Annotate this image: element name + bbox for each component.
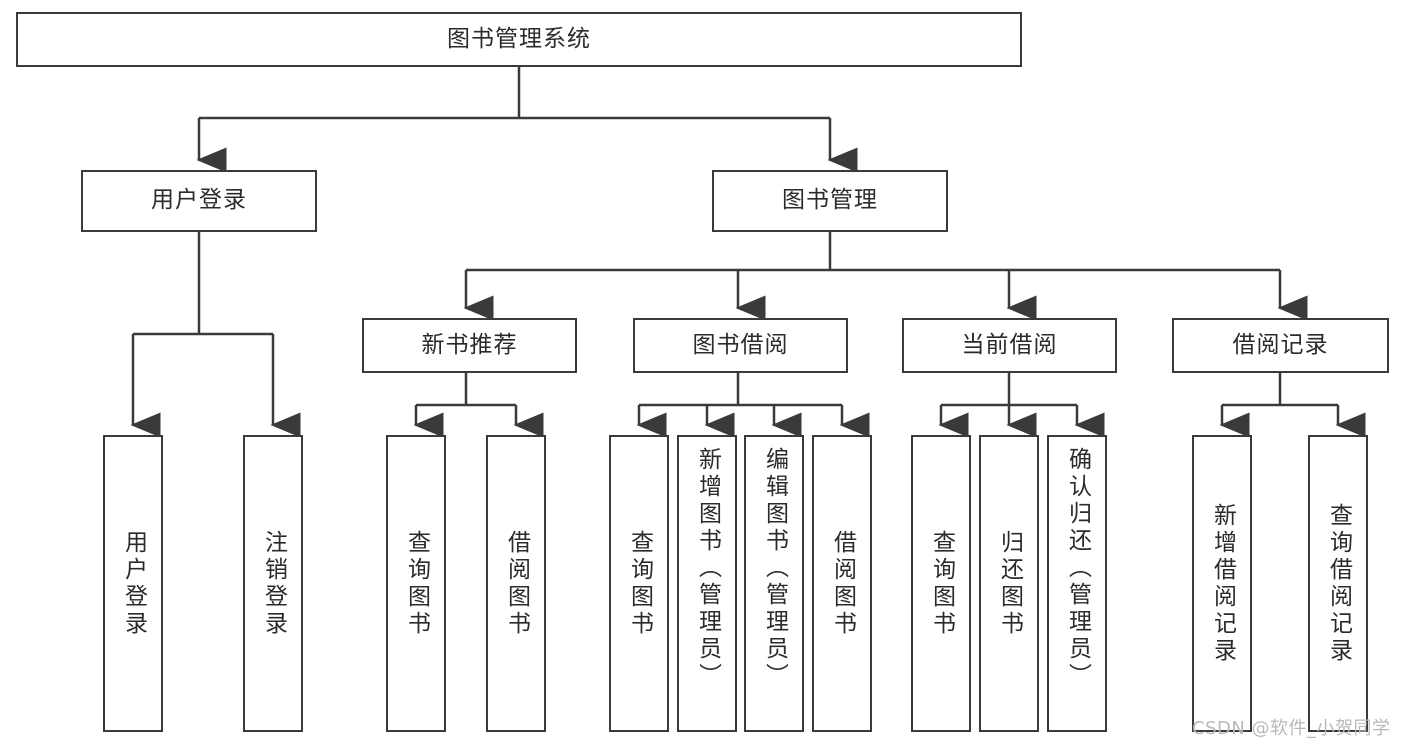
node-label: 图书管理: [782, 187, 878, 214]
leaf-borrow-book-recommend[interactable]: 借阅图书: [486, 435, 546, 732]
node-new-book-recommend[interactable]: 新书推荐: [362, 318, 577, 373]
node-label: 图书管理系统: [447, 25, 591, 52]
leaf-return-book[interactable]: 归还图书: [979, 435, 1039, 732]
leaf-user-login[interactable]: 用户登录: [103, 435, 163, 732]
leaf-add-borrow-record[interactable]: 新增借阅记录: [1192, 435, 1252, 732]
csdn-watermark: CSDN @软件_小贺同学: [1192, 718, 1391, 739]
leaf-borrow-book[interactable]: 借阅图书: [812, 435, 872, 732]
node-user-login[interactable]: 用户登录: [81, 170, 317, 232]
node-book-management[interactable]: 图书管理: [712, 170, 948, 232]
leaf-add-book-admin[interactable]: 新增图书（管理员）: [677, 435, 737, 732]
leaf-label: 借阅图书: [829, 529, 856, 638]
leaf-label: 确认归还（管理员）: [1064, 447, 1091, 690]
node-label: 新书推荐: [421, 331, 518, 358]
leaf-label: 归还图书: [996, 529, 1023, 638]
node-label: 当前借阅: [961, 331, 1058, 358]
leaf-label: 用户登录: [120, 529, 147, 638]
node-root-book-management-system[interactable]: 图书管理系统: [16, 12, 1022, 67]
node-borrow-record[interactable]: 借阅记录: [1172, 318, 1389, 373]
leaf-query-book-recommend[interactable]: 查询图书: [386, 435, 446, 732]
leaf-label: 查询图书: [626, 529, 653, 638]
leaf-edit-book-admin[interactable]: 编辑图书（管理员）: [744, 435, 804, 732]
node-book-borrow[interactable]: 图书借阅: [633, 318, 848, 373]
leaf-label: 编辑图书（管理员）: [761, 447, 788, 690]
leaf-label: 查询图书: [928, 529, 955, 638]
leaf-label: 借阅图书: [503, 529, 530, 638]
leaf-query-book-current[interactable]: 查询图书: [911, 435, 971, 732]
node-current-borrow[interactable]: 当前借阅: [902, 318, 1117, 373]
leaf-query-borrow-record[interactable]: 查询借阅记录: [1308, 435, 1368, 732]
node-label: 图书借阅: [692, 331, 789, 358]
node-label: 借阅记录: [1232, 331, 1329, 358]
leaf-label: 查询借阅记录: [1325, 502, 1352, 665]
leaf-logout-login[interactable]: 注销登录: [243, 435, 303, 732]
leaf-query-book-borrow[interactable]: 查询图书: [609, 435, 669, 732]
leaf-label: 注销登录: [260, 529, 287, 638]
leaf-label: 查询图书: [403, 529, 430, 638]
leaf-label: 新增借阅记录: [1209, 502, 1236, 665]
leaf-confirm-return-admin[interactable]: 确认归还（管理员）: [1047, 435, 1107, 732]
leaf-label: 新增图书（管理员）: [694, 447, 721, 690]
node-label: 用户登录: [151, 187, 247, 214]
